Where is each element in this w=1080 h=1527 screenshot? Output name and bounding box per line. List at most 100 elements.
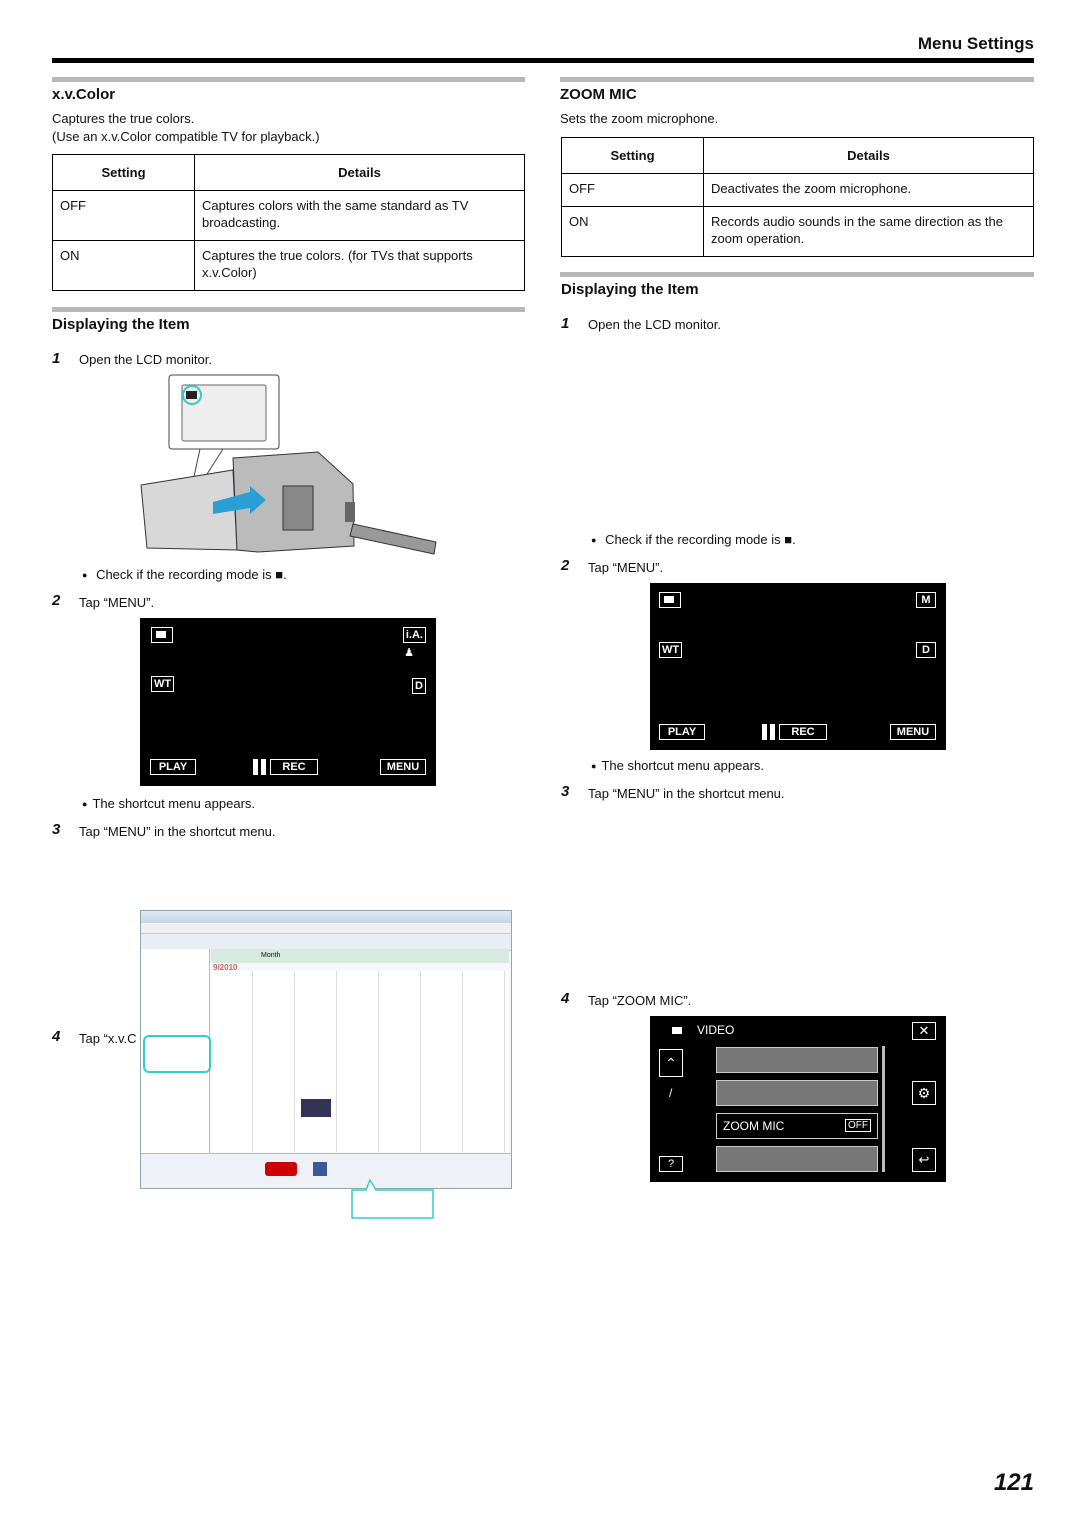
section-title: Menu Settings bbox=[917, 34, 1034, 53]
section-bar bbox=[52, 77, 525, 82]
setting-cell: OFF bbox=[52, 190, 195, 241]
camcorder-illustration bbox=[140, 374, 437, 555]
col-setting: Setting bbox=[52, 154, 195, 191]
step-text: Tap “MENU” in the shortcut menu. bbox=[79, 824, 276, 839]
menu-button[interactable]: MENU bbox=[890, 724, 936, 740]
zoommic-desc: Sets the zoom microphone. bbox=[560, 111, 719, 126]
details-cell: Captures colors with the same standard a… bbox=[194, 190, 525, 241]
step-number: 4 bbox=[561, 990, 570, 1007]
zoom-mic-label: ZOOM MIC bbox=[723, 1119, 785, 1133]
shortcut-note: The shortcut menu appears. bbox=[82, 795, 255, 813]
page-number: 121 bbox=[993, 1469, 1034, 1496]
pause-icon bbox=[770, 724, 775, 740]
check-mode-label: Check if the recording mode is bbox=[605, 532, 781, 547]
menu-bar bbox=[141, 923, 511, 934]
wt-button[interactable]: WT bbox=[151, 676, 175, 692]
menu-row[interactable] bbox=[716, 1080, 878, 1106]
pause-icon bbox=[253, 759, 258, 775]
youtube-icon[interactable] bbox=[265, 1162, 297, 1176]
step-text: Tap “MENU”. bbox=[79, 595, 155, 610]
window-titlebar bbox=[141, 911, 511, 923]
xvcolor-title: x.v.Color bbox=[52, 86, 116, 103]
section-bar bbox=[560, 272, 1034, 277]
step-number: 1 bbox=[52, 350, 61, 367]
play-button[interactable]: PLAY bbox=[659, 724, 705, 740]
pause-icon bbox=[261, 759, 266, 775]
check-mode-text: Check if the recording mode is ■. bbox=[591, 531, 796, 549]
setting-cell: ON bbox=[561, 206, 704, 257]
xvcolor-desc-note: (Use an x.v.Color compatible TV for play… bbox=[52, 129, 320, 144]
wt-button[interactable]: WT bbox=[659, 642, 683, 658]
calendar-header: Month bbox=[211, 949, 509, 963]
d-button[interactable]: D bbox=[412, 678, 426, 694]
check-mode-label: Check if the recording mode is bbox=[96, 567, 272, 582]
callout-box bbox=[351, 1178, 434, 1219]
details-cell: Deactivates the zoom microphone. bbox=[703, 173, 1034, 207]
step-text: Tap “ZOOM MIC”. bbox=[588, 993, 692, 1008]
col-details: Details bbox=[194, 154, 525, 191]
lcd-screen: i.A. ♟ WT D PLAY REC MENU bbox=[140, 618, 436, 786]
section-bar bbox=[560, 77, 1034, 82]
xvcolor-table: Setting Details OFF Captures colors with… bbox=[52, 154, 525, 291]
ia-button[interactable]: i.A. bbox=[402, 627, 426, 643]
menu-title: VIDEO bbox=[697, 1023, 735, 1037]
help-button[interactable]: ? bbox=[659, 1156, 683, 1172]
video-mode-icon[interactable] bbox=[151, 627, 173, 643]
m-button[interactable]: M bbox=[916, 592, 936, 608]
step-number: 2 bbox=[561, 557, 570, 574]
thumbnail bbox=[301, 1099, 331, 1117]
menu-screen: VIDEO ✕ ⌃ / ? ZOOM MIC OFF ⚙ ↩ bbox=[650, 1016, 946, 1182]
details-cell: Captures the true colors. (for TVs that … bbox=[194, 240, 525, 291]
pause-icon bbox=[762, 724, 767, 740]
step-number: 1 bbox=[561, 315, 570, 332]
video-mode-icon bbox=[668, 1024, 688, 1038]
calendar-date: 9/2010 bbox=[213, 963, 238, 972]
month-label: Month bbox=[261, 952, 281, 959]
d-button[interactable]: D bbox=[916, 642, 936, 658]
step-number: 3 bbox=[561, 783, 570, 800]
check-mode-text: Check if the recording mode is ■. bbox=[82, 566, 287, 584]
step-text: Open the LCD monitor. bbox=[588, 317, 721, 332]
page-separator: / bbox=[669, 1086, 673, 1100]
displaying-heading: Displaying the Item bbox=[52, 316, 190, 333]
col-details: Details bbox=[703, 137, 1034, 174]
bottom-toolbar bbox=[141, 1153, 511, 1188]
software-window: Month 9/2010 bbox=[140, 910, 512, 1189]
xvcolor-desc: Captures the true colors. bbox=[52, 111, 195, 126]
details-cell: Records audio sounds in the same directi… bbox=[703, 206, 1034, 257]
calendar-grid bbox=[211, 971, 509, 1152]
person-icon: ♟ bbox=[404, 647, 414, 659]
menu-row[interactable] bbox=[716, 1047, 878, 1073]
zoommic-title: ZOOM MIC bbox=[560, 86, 637, 103]
step-number: 3 bbox=[52, 821, 61, 838]
video-mode-icon: ■. bbox=[784, 532, 796, 547]
step-text: Tap “x.v.C bbox=[79, 1031, 137, 1046]
close-icon[interactable]: ✕ bbox=[912, 1022, 936, 1040]
step-text: Tap “MENU”. bbox=[588, 560, 664, 575]
scroll-up-icon[interactable]: ⌃ bbox=[659, 1049, 683, 1077]
menu-button[interactable]: MENU bbox=[380, 759, 426, 775]
step-number: 4 bbox=[52, 1028, 61, 1045]
highlight-box bbox=[143, 1035, 211, 1073]
play-button[interactable]: PLAY bbox=[150, 759, 196, 775]
facebook-icon[interactable] bbox=[313, 1162, 327, 1176]
gear-icon[interactable]: ⚙ bbox=[912, 1081, 936, 1105]
step-text: Open the LCD monitor. bbox=[79, 352, 212, 367]
video-mode-icon[interactable] bbox=[659, 592, 681, 608]
lcd-screen: M WT D PLAY REC MENU bbox=[650, 583, 946, 750]
section-bar bbox=[52, 307, 525, 312]
setting-cell: ON bbox=[52, 240, 195, 291]
header-rule bbox=[52, 58, 1034, 63]
rec-button[interactable]: REC bbox=[270, 759, 318, 775]
off-badge: OFF bbox=[845, 1119, 871, 1132]
rec-button[interactable]: REC bbox=[779, 724, 827, 740]
col-setting: Setting bbox=[561, 137, 704, 174]
scrollbar[interactable] bbox=[882, 1046, 885, 1172]
video-mode-icon: ■. bbox=[275, 567, 287, 582]
shortcut-note: The shortcut menu appears. bbox=[591, 757, 764, 775]
back-icon[interactable]: ↩ bbox=[912, 1148, 936, 1172]
setting-cell: OFF bbox=[561, 173, 704, 207]
menu-row[interactable] bbox=[716, 1146, 878, 1172]
zoom-mic-menu-item[interactable]: ZOOM MIC OFF bbox=[716, 1113, 878, 1139]
zoommic-table: Setting Details OFF Deactivates the zoom… bbox=[561, 137, 1034, 257]
